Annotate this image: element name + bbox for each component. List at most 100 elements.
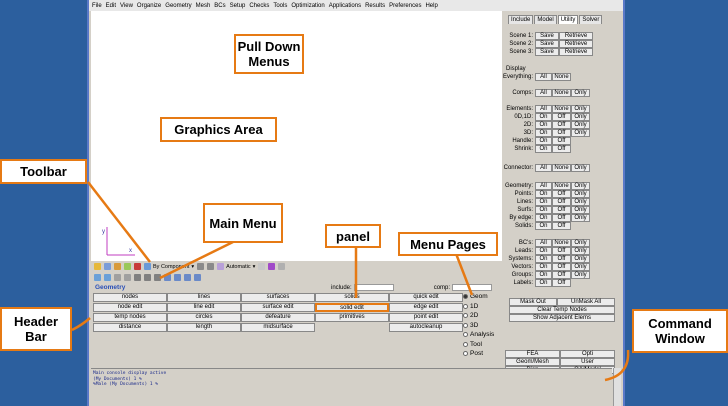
element-row-off-button[interactable]: Off	[552, 113, 571, 121]
geometry-row-on-button[interactable]: On	[535, 214, 552, 222]
panel-button-quick-edit[interactable]: quick edit	[389, 293, 463, 302]
scene-1-save-button[interactable]: Save	[535, 32, 559, 40]
menu-tools[interactable]: Tools	[273, 2, 288, 9]
bcs-row-on-button[interactable]: On	[535, 279, 552, 287]
elements-none-button[interactable]: None	[552, 105, 571, 113]
geometry-row-on-button[interactable]: On	[535, 206, 552, 214]
options-icon[interactable]	[278, 263, 286, 270]
clear-temp-nodes-button[interactable]: Clear Temp Nodes	[509, 306, 615, 314]
panel-button-line-edit[interactable]: line edit	[167, 303, 241, 312]
tab-model[interactable]: Model	[534, 15, 557, 24]
panel-button-circles[interactable]: circles	[167, 313, 241, 322]
connector-all-button[interactable]: All	[535, 164, 552, 172]
element-row-on-button[interactable]: On	[535, 113, 552, 121]
bcs-row-only-button[interactable]: Only	[571, 271, 590, 279]
geometry-row-off-button[interactable]: Off	[552, 198, 571, 206]
view-3-icon[interactable]	[184, 274, 191, 281]
zoom-out-icon[interactable]	[124, 274, 131, 281]
menu-applications[interactable]: Applications	[328, 2, 362, 9]
rotate-icon[interactable]	[94, 274, 101, 281]
page-radio-tool[interactable]: Tool	[463, 340, 511, 350]
page-radio-post[interactable]: Post	[463, 349, 511, 359]
geometry-row-only-button[interactable]: Only	[571, 214, 590, 222]
comp-field[interactable]	[452, 284, 493, 291]
element-row-off-button[interactable]: Off	[552, 145, 571, 153]
menu-setup[interactable]: Setup	[229, 2, 246, 9]
mask-out-button[interactable]: Mask Out	[509, 298, 557, 306]
panel-button-node-edit[interactable]: node edit	[93, 303, 167, 312]
panel-button-nodes[interactable]: nodes	[93, 293, 167, 302]
scene-3-retrieve-button[interactable]: Retrieve	[559, 48, 593, 56]
view-icon[interactable]	[164, 274, 171, 281]
panel-button-solids[interactable]: solids	[315, 293, 389, 302]
menu-preferences[interactable]: Preferences	[389, 2, 422, 9]
bcs-row-on-button[interactable]: On	[535, 255, 552, 263]
command-scrollbar[interactable]	[613, 368, 621, 406]
geometry-row-off-button[interactable]: Off	[552, 222, 571, 230]
by-component-dropdown[interactable]: By Component▾	[144, 263, 194, 270]
bcs-row-on-button[interactable]: On	[535, 271, 552, 279]
view-4-icon[interactable]	[194, 274, 201, 281]
menu-mesh[interactable]: Mesh	[195, 2, 211, 9]
panel-button-surface-edit[interactable]: surface edit	[241, 303, 315, 312]
fit-icon[interactable]	[134, 274, 141, 281]
page-radio-2d[interactable]: 2D	[463, 311, 511, 321]
bcs-row-on-button[interactable]: On	[535, 263, 552, 271]
panel-button-point-edit[interactable]: point edit	[389, 313, 463, 322]
elements-all-button[interactable]: All	[535, 105, 552, 113]
automatic-dropdown[interactable]: Automatic▾	[217, 263, 255, 270]
unmask-all-button[interactable]: UnMask All	[557, 298, 615, 306]
panel-button-solid-edit[interactable]: solid edit	[315, 303, 389, 312]
mask-icon[interactable]	[268, 263, 276, 270]
panel-button-surfaces[interactable]: surfaces	[241, 293, 315, 302]
geometry-row-off-button[interactable]: Off	[552, 206, 571, 214]
bcs-row-only-button[interactable]: Only	[571, 263, 590, 271]
command-window[interactable]: Main console display active(My Documents…	[91, 368, 612, 406]
tab-include[interactable]: Include	[508, 15, 534, 24]
comps-only-button[interactable]: Only	[571, 89, 590, 97]
geometry-row-off-button[interactable]: Off	[552, 214, 571, 222]
comps-all-button[interactable]: All	[535, 89, 552, 97]
bcs-row-off-button[interactable]: Off	[552, 279, 571, 287]
elements-only-button[interactable]: Only	[571, 105, 590, 113]
bcs-row-off-button[interactable]: Off	[552, 263, 571, 271]
export-icon[interactable]	[124, 263, 131, 270]
color-icon[interactable]	[134, 263, 141, 270]
panel-button-defeature[interactable]: defeature	[241, 313, 315, 322]
panel-button-lines[interactable]: lines	[167, 293, 241, 302]
element-row-off-button[interactable]: Off	[552, 121, 571, 129]
connector-only-button[interactable]: Only	[571, 164, 590, 172]
save-icon[interactable]	[104, 263, 111, 270]
panel-button-midsurface[interactable]: midsurface	[241, 323, 315, 332]
import-icon[interactable]	[114, 263, 121, 270]
menu-organize[interactable]: Organize	[136, 2, 162, 9]
util-bottom-button[interactable]: User	[560, 358, 615, 366]
bcs-row-only-button[interactable]: Only	[571, 255, 590, 263]
geometry-row-only-button[interactable]: Only	[571, 198, 590, 206]
element-row-only-button[interactable]: Only	[571, 113, 590, 121]
open-folder-icon[interactable]	[94, 263, 101, 270]
menu-edit[interactable]: Edit	[105, 2, 117, 9]
panel-button-length[interactable]: length	[167, 323, 241, 332]
scene-2-save-button[interactable]: Save	[535, 40, 559, 48]
element-row-on-button[interactable]: On	[535, 137, 552, 145]
geometry-row-only-button[interactable]: Only	[571, 206, 590, 214]
util-bottom-button[interactable]: FEA	[505, 350, 560, 358]
menu-results[interactable]: Results	[365, 2, 386, 9]
zoom-in-icon[interactable]	[114, 274, 121, 281]
show-adjacent-elems-button[interactable]: Show Adjacent Elems	[509, 314, 615, 322]
geometry-row-on-button[interactable]: On	[535, 198, 552, 206]
page-radio-analysis[interactable]: Analysis	[463, 330, 511, 340]
tab-utility[interactable]: Utility	[557, 15, 579, 24]
menu-view[interactable]: View	[120, 2, 133, 9]
geometry-row-off-button[interactable]: Off	[552, 190, 571, 198]
bcs-row-off-button[interactable]: Off	[552, 247, 571, 255]
everything-all-button[interactable]: All	[535, 73, 552, 81]
element-row-only-button[interactable]: Only	[571, 121, 590, 129]
bcs-only-button[interactable]: Only	[571, 239, 590, 247]
pan-icon[interactable]	[144, 274, 151, 281]
geometry-row-only-button[interactable]: Only	[571, 190, 590, 198]
comps-none-button[interactable]: None	[552, 89, 571, 97]
scene-3-save-button[interactable]: Save	[535, 48, 559, 56]
element-row-on-button[interactable]: On	[535, 145, 552, 153]
